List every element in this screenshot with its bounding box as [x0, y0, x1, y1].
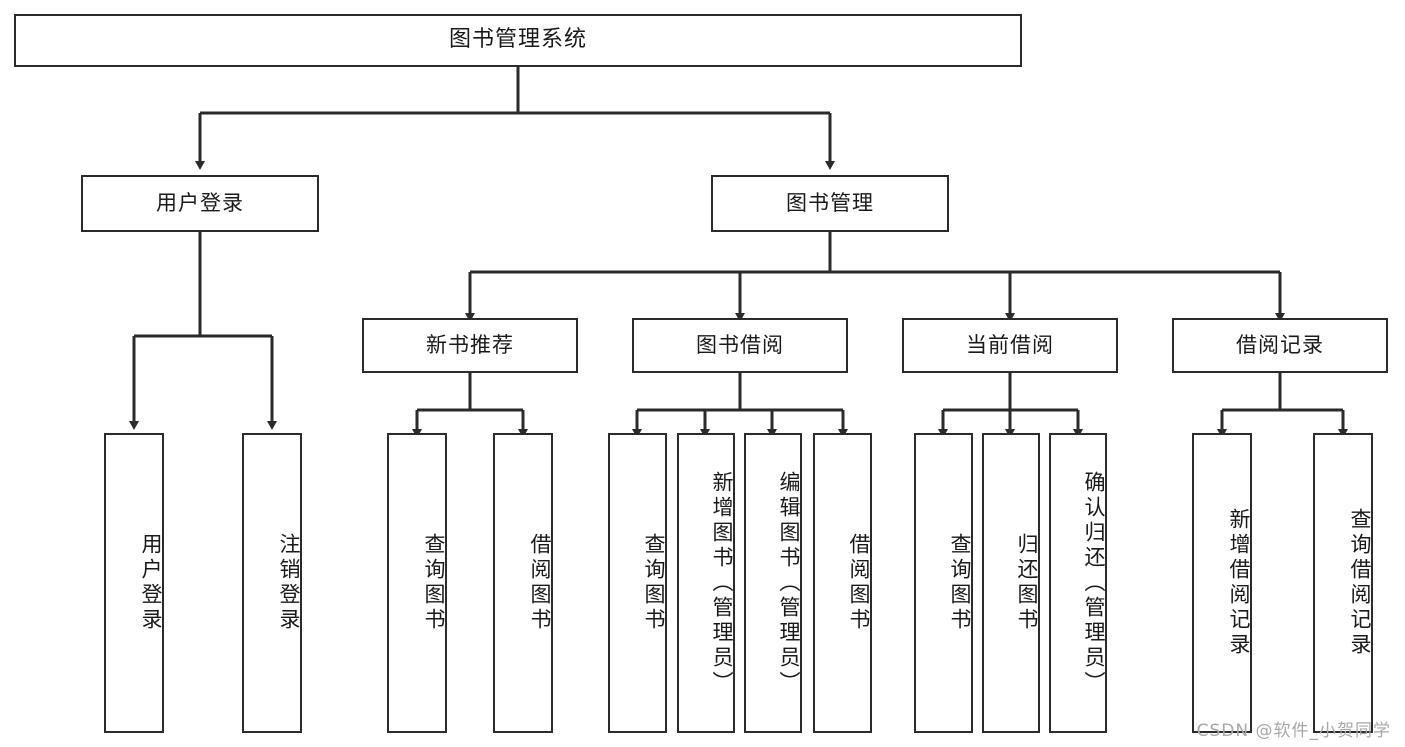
node-label: 查询图书: [422, 533, 446, 633]
node-label: 借阅图书: [528, 533, 552, 633]
node-leaf-logout[interactable]: 注销登录: [242, 433, 302, 733]
node-label: 归还图书: [1015, 533, 1039, 633]
node-user-login[interactable]: 用户登录: [81, 175, 319, 232]
node-leaf-user-login[interactable]: 用户登录: [104, 433, 164, 733]
node-leaf-confirm-return[interactable]: 确认归还（管理员）: [1049, 433, 1107, 733]
node-label: 查询图书: [642, 533, 666, 633]
node-current-borrow[interactable]: 当前借阅: [902, 318, 1118, 373]
node-leaf-query-book-2[interactable]: 查询图书: [608, 433, 667, 733]
node-leaf-query-book-3[interactable]: 查询图书: [914, 433, 973, 733]
node-borrow-record[interactable]: 借阅记录: [1172, 318, 1388, 373]
node-leaf-query-book-1[interactable]: 查询图书: [387, 433, 447, 733]
node-label: 注销登录: [277, 533, 301, 633]
node-root[interactable]: 图书管理系统: [14, 14, 1022, 67]
node-new-book-recommend[interactable]: 新书推荐: [362, 318, 578, 373]
node-label: 新增借阅记录: [1227, 508, 1251, 658]
node-book-borrow[interactable]: 图书借阅: [632, 318, 848, 373]
node-label: 用户登录: [139, 533, 163, 633]
node-label: 编辑图书（管理员）: [777, 470, 801, 696]
node-leaf-borrow-book-1[interactable]: 借阅图书: [493, 433, 553, 733]
node-leaf-query-record[interactable]: 查询借阅记录: [1313, 433, 1373, 733]
node-label: 确认归还（管理员）: [1082, 470, 1106, 696]
node-leaf-borrow-book-2[interactable]: 借阅图书: [813, 433, 872, 733]
node-leaf-add-record[interactable]: 新增借阅记录: [1192, 433, 1252, 733]
node-label: 查询借阅记录: [1348, 508, 1372, 658]
node-label: 新增图书（管理员）: [710, 470, 734, 696]
watermark: CSDN @软件_小贺同学: [1196, 721, 1391, 741]
node-book-management[interactable]: 图书管理: [711, 175, 949, 232]
node-leaf-edit-book[interactable]: 编辑图书（管理员）: [744, 433, 802, 733]
node-label: 借阅图书: [847, 533, 871, 633]
node-leaf-add-book[interactable]: 新增图书（管理员）: [677, 433, 735, 733]
node-label: 查询图书: [948, 533, 972, 633]
node-leaf-return-book[interactable]: 归还图书: [982, 433, 1040, 733]
